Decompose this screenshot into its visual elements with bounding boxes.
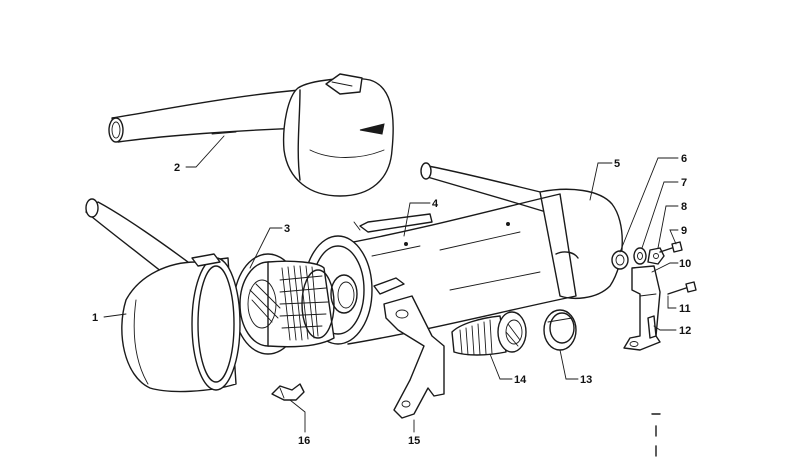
part-2-upper-housing	[108, 73, 394, 197]
callout-8: 8	[681, 201, 687, 213]
leader-13	[559, 349, 579, 380]
part-11-screw	[667, 281, 697, 295]
part-1-front-housing	[85, 198, 241, 393]
leader-4	[403, 202, 431, 237]
part-12-spacer	[647, 315, 657, 339]
leader-5	[589, 162, 613, 201]
callout-4: 4	[432, 198, 439, 210]
leader-1	[103, 313, 127, 318]
leader-12	[653, 325, 677, 331]
callout-14: 14	[514, 374, 527, 386]
part-10-mount-bracket	[623, 265, 661, 351]
callout-10: 10	[679, 258, 691, 270]
callout-labels: 1 2 3 4 5 6 7 8 9 10 11 12 13 14 15 16	[92, 153, 691, 447]
part-5-main-body	[331, 162, 623, 345]
part-16-clip	[271, 383, 305, 401]
part-6-grommet	[611, 250, 629, 270]
callout-5: 5	[614, 158, 620, 170]
leader-11	[667, 295, 677, 309]
callout-15: 15	[408, 435, 420, 447]
leader-14	[489, 353, 513, 380]
part-7-washer	[633, 247, 647, 265]
callout-11: 11	[679, 303, 691, 315]
leader-2	[185, 135, 225, 168]
callout-2: 2	[174, 162, 180, 174]
callout-16: 16	[298, 435, 310, 447]
leader-8	[657, 205, 679, 249]
callout-7: 7	[681, 177, 687, 189]
callout-13: 13	[580, 374, 592, 386]
leader-3	[249, 227, 283, 269]
filter-mesh	[279, 265, 329, 341]
part-8-nut	[647, 247, 665, 265]
leader-9	[669, 229, 679, 245]
callout-9: 9	[681, 225, 687, 237]
corner-marks	[651, 413, 661, 457]
callout-3: 3	[284, 223, 290, 235]
callout-6: 6	[681, 153, 687, 165]
leader-10	[651, 262, 679, 273]
leader-16	[289, 399, 306, 433]
part-15-bracket	[383, 295, 445, 419]
leader-6	[619, 157, 679, 253]
part-9-bolt	[659, 241, 683, 253]
callout-12: 12	[679, 325, 691, 337]
part-13-cap	[543, 309, 577, 351]
part-14-hose	[451, 311, 527, 356]
callout-1: 1	[92, 312, 98, 324]
leader-7	[641, 181, 679, 249]
part-3-filter-element	[233, 253, 335, 355]
leader-lines	[103, 135, 679, 433]
